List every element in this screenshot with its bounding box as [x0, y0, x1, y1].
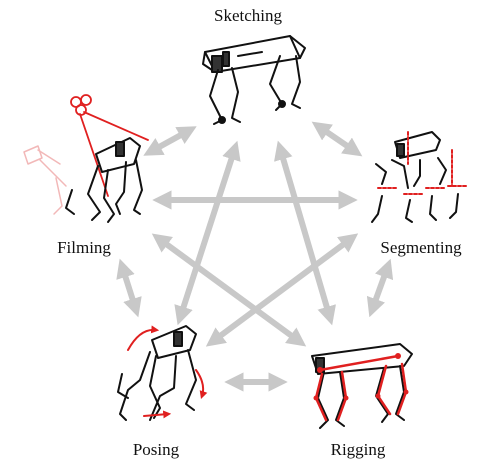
robot-dog-sketch-icon	[203, 36, 305, 124]
label-sketching: Sketching	[214, 6, 282, 26]
arrow-sketching-rigging	[280, 148, 330, 318]
arrow-sketching-segmenting	[318, 126, 356, 152]
arrow-sketching-filming	[150, 130, 190, 152]
label-filming: Filming	[57, 238, 111, 258]
arrow-segmenting-rigging	[372, 266, 388, 310]
arrow-sketching-posing	[180, 148, 235, 318]
rigged-skeleton-icon	[312, 344, 412, 428]
pose-rotation-icon	[118, 326, 203, 420]
camera-film-icon	[24, 95, 148, 222]
label-rigging: Rigging	[331, 440, 386, 460]
arrow-filming-posing	[122, 266, 136, 310]
label-posing: Posing	[133, 440, 179, 460]
segmented-parts-icon	[372, 132, 468, 222]
label-segmenting: Segmenting	[380, 238, 461, 258]
